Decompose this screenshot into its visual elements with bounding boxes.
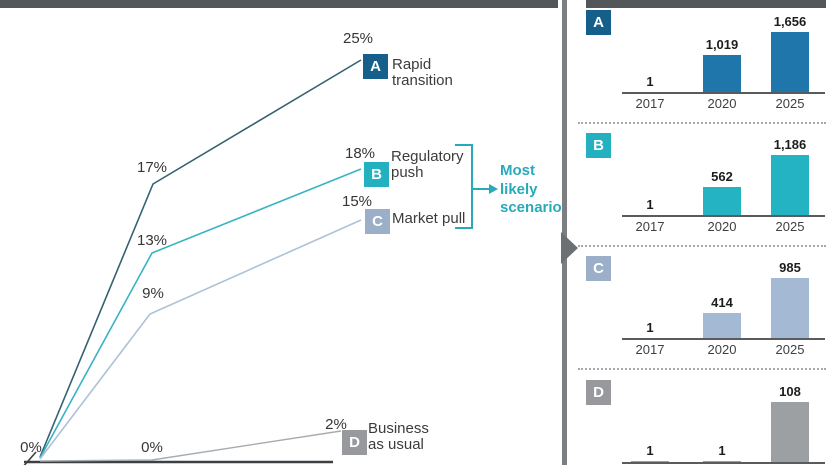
origin-tick <box>23 451 37 465</box>
series-line-c <box>39 219 362 460</box>
x-axis-line <box>622 462 825 464</box>
scenario-label-c: Market pull <box>392 210 466 227</box>
x-axis-line <box>622 215 825 217</box>
year-label: 2025 <box>775 342 805 357</box>
scenario-badge: D <box>586 380 611 405</box>
bar-2025 <box>771 402 809 462</box>
bar-2020 <box>703 187 741 215</box>
line-chart-svg <box>23 59 498 465</box>
pct-label-a-2025: 25% <box>342 30 374 47</box>
scenario-badge-d: D <box>342 430 367 455</box>
pct-label-b-2025: 18% <box>344 145 376 162</box>
pct-label-d-2025: 2% <box>325 416 347 433</box>
section-separator <box>578 245 826 247</box>
scenario-label-b: Regulatory push <box>391 148 464 181</box>
bar-value-label: 108 <box>779 384 801 399</box>
bar-value-label: 1 <box>718 443 726 458</box>
top-bar-right <box>586 0 826 8</box>
year-label: 2017 <box>635 96 665 111</box>
pct-label-a-2020: 17% <box>136 159 168 176</box>
pct-label-origin: 0% <box>20 439 42 456</box>
bar-value-label: 1 <box>646 74 654 89</box>
pct-label-c-2020: 9% <box>142 285 164 302</box>
x-axis-line <box>622 92 825 94</box>
bar-2025 <box>771 278 809 338</box>
flow-arrow-icon <box>561 232 578 264</box>
mini-chart-section-d: D 1 1 108 <box>570 378 826 465</box>
year-label: 2020 <box>707 342 737 357</box>
top-bar-left <box>0 0 558 8</box>
series-line-a <box>39 59 362 458</box>
bar-value-label: 985 <box>779 260 801 275</box>
bar-value-label: 562 <box>711 169 733 184</box>
scenario-badge: C <box>586 256 611 281</box>
year-label: 2020 <box>707 219 737 234</box>
pct-label-c-2025: 15% <box>341 193 373 210</box>
section-separator <box>578 368 826 370</box>
bar-value-label: 1 <box>646 443 654 458</box>
scenario-badge-a: A <box>363 54 388 79</box>
bar-2020 <box>703 313 741 338</box>
section-separator <box>578 122 826 124</box>
year-label: 2025 <box>775 96 805 111</box>
most-likely-bracket <box>455 144 473 229</box>
bar-2017 <box>631 461 669 462</box>
bar-value-label: 1,186 <box>773 137 807 152</box>
mini-chart-section-c: C 1 2017 414 2020 985 2025 <box>570 254 826 376</box>
most-likely-arrowhead-icon <box>489 184 498 194</box>
bar-2025 <box>771 32 809 92</box>
scenario-badge-b: B <box>364 162 389 187</box>
mini-chart-section-a: A 1 2017 1,019 2020 1,656 2025 <box>570 8 826 130</box>
bar-value-label: 1 <box>646 320 654 335</box>
bar-value-label: 1,656 <box>773 14 807 29</box>
bar-value-label: 414 <box>711 295 733 310</box>
x-axis-line <box>622 338 825 340</box>
year-label: 2025 <box>775 219 805 234</box>
bar-value-label: 1,019 <box>705 37 739 52</box>
scenario-badge: A <box>586 10 611 35</box>
bar-2025 <box>771 155 809 215</box>
most-likely-annotation: Most likely scenario <box>500 162 562 216</box>
scenario-label-d: Business as usual <box>368 420 429 453</box>
pct-label-b-2020: 13% <box>136 232 168 249</box>
bar-2020 <box>703 55 741 92</box>
bar-value-label: 1 <box>646 197 654 212</box>
year-label: 2020 <box>707 96 737 111</box>
scenario-badge: B <box>586 133 611 158</box>
year-label: 2017 <box>635 219 665 234</box>
scenario-badge-c: C <box>365 209 390 234</box>
series-line-b <box>39 168 362 459</box>
year-label: 2017 <box>635 342 665 357</box>
mini-chart-section-b: B 1 2017 562 2020 1,186 2025 <box>570 131 826 253</box>
series-line-d <box>39 430 342 462</box>
scenario-label-a: Rapid transition <box>392 56 453 89</box>
bar-2020 <box>703 461 741 462</box>
pct-label-d-2020: 0% <box>141 439 163 456</box>
